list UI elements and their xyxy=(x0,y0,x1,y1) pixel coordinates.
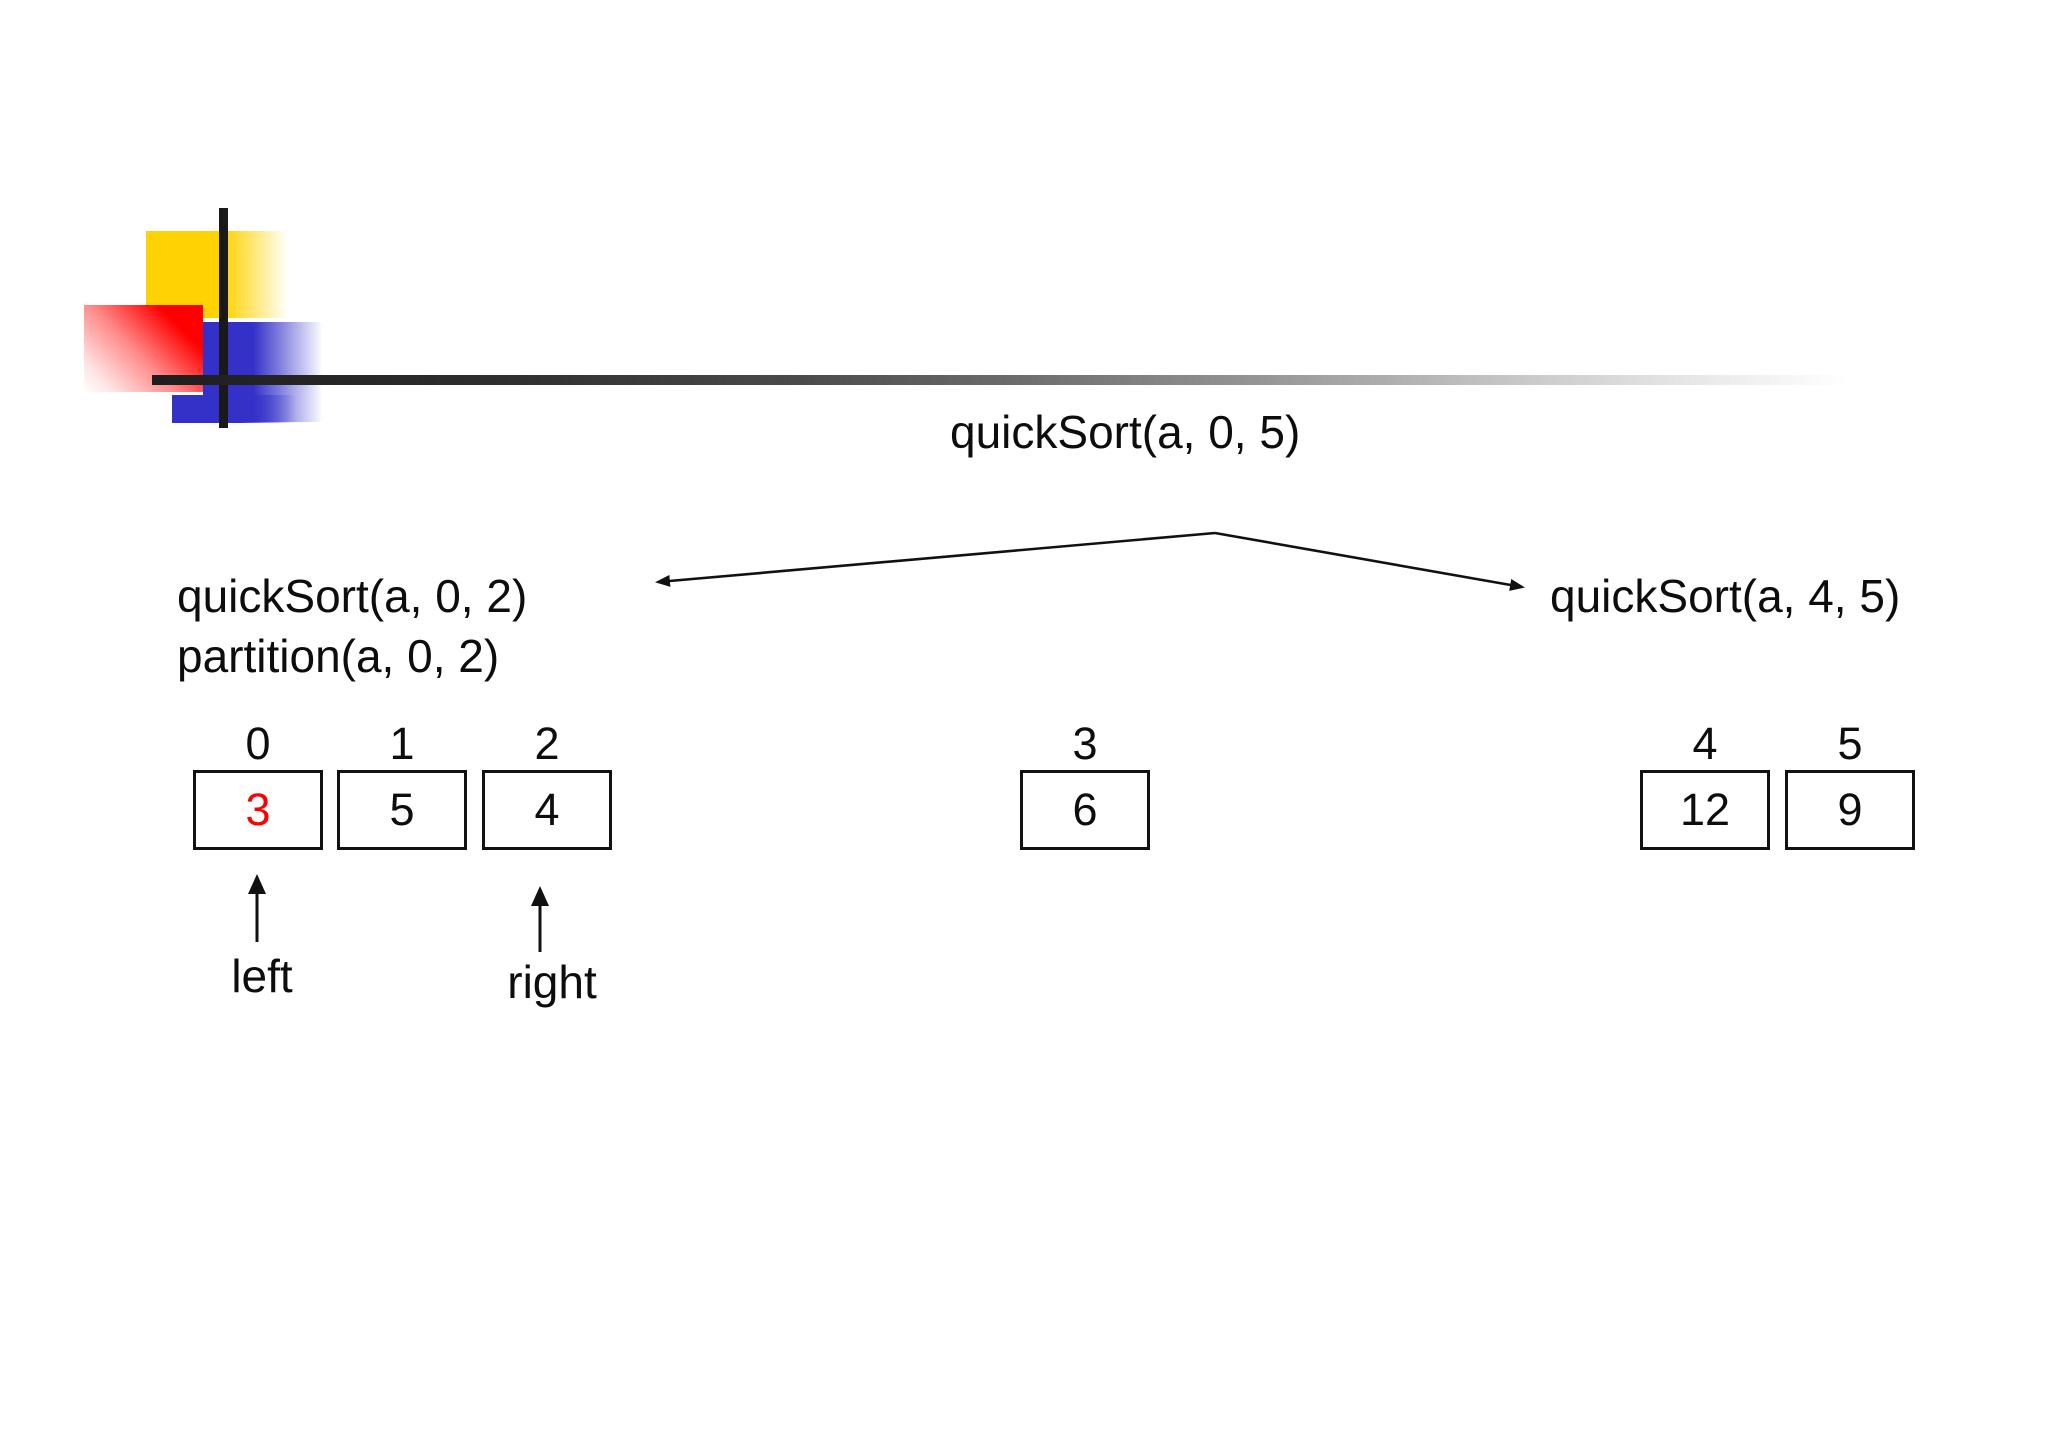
logo-vertical-line xyxy=(219,208,228,428)
array-box: 6 xyxy=(1020,770,1150,850)
right-branch-call-label: quickSort(a, 4, 5) xyxy=(1550,570,1901,622)
array-index-label: 5 xyxy=(1837,718,1863,769)
right-pointer-label: right xyxy=(507,956,597,1008)
array-box: 9 xyxy=(1785,770,1915,850)
array-cell: 0 3 xyxy=(193,718,323,850)
array-cell: 5 9 xyxy=(1785,718,1915,850)
array-cell: 2 4 xyxy=(482,718,612,850)
right-pointer-arrow-icon xyxy=(531,886,549,952)
array-value-pivot: 3 xyxy=(245,784,271,835)
array-cell: 1 5 xyxy=(337,718,467,850)
root-call-label: quickSort(a, 0, 5) xyxy=(950,406,1301,458)
array-value: 9 xyxy=(1837,784,1863,835)
array-index-label: 2 xyxy=(534,718,560,769)
array-value: 4 xyxy=(534,784,560,835)
branch-arrows xyxy=(655,531,1525,591)
array-index-label: 4 xyxy=(1692,718,1718,769)
array-value: 6 xyxy=(1072,784,1098,835)
logo-yellow-square-icon xyxy=(146,231,288,318)
array-value: 12 xyxy=(1679,784,1731,835)
array-box: 5 xyxy=(337,770,467,850)
left-pointer-label: left xyxy=(231,950,293,1002)
left-branch-partition-label: partition(a, 0, 2) xyxy=(177,630,500,682)
array-value: 5 xyxy=(389,784,415,835)
array-cell: 4 12 xyxy=(1640,718,1770,850)
array-box: 12 xyxy=(1640,770,1770,850)
array-box: 3 xyxy=(193,770,323,850)
array-index-label: 1 xyxy=(389,718,415,769)
array-index-label: 3 xyxy=(1072,718,1098,769)
header-rule-line xyxy=(152,375,1847,385)
left-branch-arrow xyxy=(655,531,1216,587)
left-branch-call-label: quickSort(a, 0, 2) xyxy=(177,570,528,622)
left-pointer-arrow-icon xyxy=(248,874,266,942)
array-index-label: 0 xyxy=(245,718,271,769)
array-cell: 3 6 xyxy=(1020,718,1150,850)
array-box: 4 xyxy=(482,770,612,850)
left-branch-labels: quickSort(a, 0, 2) partition(a, 0, 2) xyxy=(177,566,527,686)
right-branch-arrow xyxy=(1214,531,1525,591)
